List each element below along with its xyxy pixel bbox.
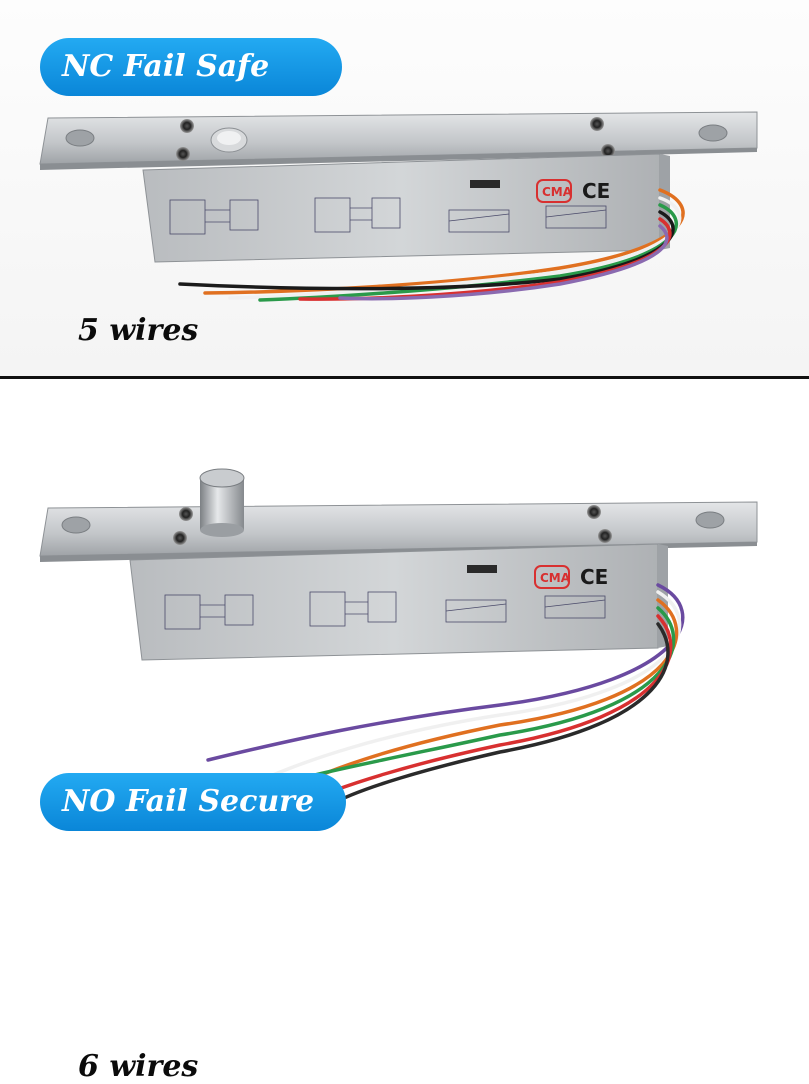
no-fail-secure-lock-photo: CMA CE <box>39 468 758 807</box>
no-fail-secure-panel: CMA CE NO Fail Secure 6 wires <box>0 379 809 1084</box>
section-divider <box>0 376 809 379</box>
svg-text:CE: CE <box>580 565 608 589</box>
svg-text:CE: CE <box>582 179 610 203</box>
ce-mark-icon: CE <box>580 565 608 589</box>
cma-mark-icon: CMA <box>534 565 571 589</box>
svg-text:CMA: CMA <box>542 185 573 199</box>
no-wires-label: 6 wires <box>78 1049 199 1084</box>
ce-mark-icon: CE <box>582 179 610 203</box>
nc-fail-safe-panel: CMA CE NC Fail Safe 5 wires <box>0 0 809 377</box>
wiring-diagram-icon <box>169 197 607 235</box>
nc-wires-label: 5 wires <box>78 313 199 348</box>
no-fail-secure-title: NO Fail Secure <box>40 773 346 831</box>
svg-text:CMA: CMA <box>540 571 571 585</box>
wiring-diagram-icon <box>164 591 606 630</box>
nc-fail-safe-title: NC Fail Safe <box>40 38 342 96</box>
cma-mark-icon: CMA <box>536 179 573 203</box>
nc-fail-safe-lock-photo: CMA CE <box>39 111 758 302</box>
